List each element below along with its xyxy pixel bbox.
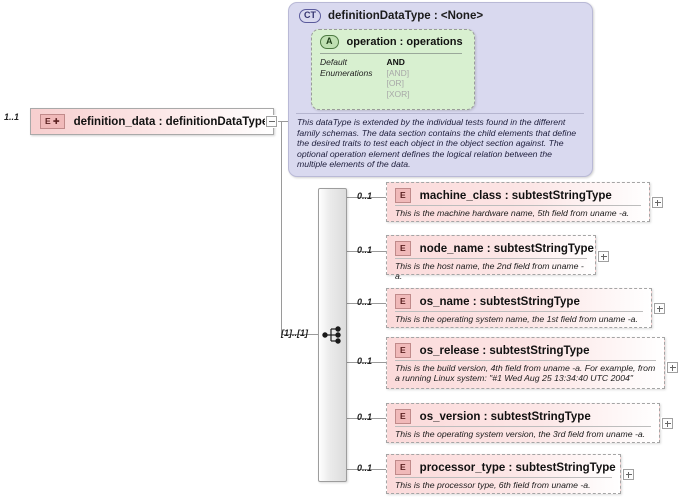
- expand-toggle-os-release[interactable]: [667, 362, 678, 373]
- element-documentation: This is the operating system name, the 1…: [395, 314, 638, 324]
- child-cardinality-label: 0..1: [357, 463, 373, 473]
- complextype-badge-icon: CT: [299, 9, 321, 23]
- element-documentation: This is the operating system version, th…: [395, 429, 646, 439]
- facet-value: [AND]: [386, 67, 410, 78]
- connector-trunk-to-sequence: [281, 334, 318, 335]
- complextype-header: CT definitionDataType : <None>: [299, 9, 483, 23]
- facet-key: Enumerations: [320, 67, 373, 78]
- element-name: processor_type : subtestStringType: [419, 461, 616, 474]
- facet-key: [320, 78, 386, 89]
- child-cardinality-label: 0..1: [357, 297, 373, 307]
- element-icon: E: [395, 188, 411, 203]
- attribute-title: operation : operations: [346, 36, 463, 48]
- element-name: node_name : subtestStringType: [419, 242, 594, 255]
- element-label: definition_data : definitionDataType: [73, 115, 269, 128]
- element-name: os_name : subtestStringType: [419, 295, 580, 308]
- sequence-cardinality-label: [1]..[1]: [281, 328, 308, 338]
- table-row: [OR]: [320, 78, 410, 89]
- complextype-documentation: This dataType is extended by the individ…: [297, 117, 577, 170]
- complextype-doc-separator: [296, 113, 584, 114]
- attribute-header: A operation : operations: [320, 35, 463, 49]
- facet-value: [OR]: [386, 78, 404, 88]
- facet-key: Default: [320, 57, 347, 67]
- expand-toggle-node-name[interactable]: [598, 251, 609, 262]
- element-machine-class[interactable]: E machine_class : subtestStringType This…: [386, 182, 650, 222]
- attribute-badge-icon: A: [320, 35, 339, 49]
- element-name: machine_class : subtestStringType: [419, 189, 612, 202]
- element-name: os_release : subtestStringType: [419, 344, 590, 357]
- element-processor-type[interactable]: E processor_type : subtestStringType Thi…: [386, 454, 621, 494]
- element-separator: [395, 477, 612, 478]
- expand-toggle-machine-class[interactable]: [652, 197, 663, 208]
- element-documentation: This is the host name, the 2nd field fro…: [395, 261, 584, 282]
- element-separator: [395, 426, 651, 427]
- element-icon: E: [395, 460, 411, 475]
- element-definition-data[interactable]: E definition_data : definitionDataType: [30, 108, 274, 135]
- facet-value: [XOR]: [386, 88, 410, 99]
- table-row: [XOR]: [320, 88, 410, 100]
- element-separator: [395, 205, 641, 206]
- attribute-facets-table: Default AND Enumerations [AND] [OR] [XOR…: [320, 57, 410, 99]
- expand-toggle-processor-type[interactable]: [623, 469, 634, 480]
- element-separator: [395, 311, 643, 312]
- root-cardinality-label: 1..1: [4, 112, 20, 122]
- attribute-box-operation[interactable]: A operation : operations Default AND Enu…: [311, 29, 475, 110]
- element-header: E machine_class : subtestStringType: [395, 188, 612, 203]
- complextype-box: CT definitionDataType : <None> A operati…: [288, 2, 593, 177]
- element-icon: E: [395, 409, 411, 424]
- element-documentation: This is the build version, 4th field fro…: [395, 363, 656, 384]
- connector-child-3: [344, 303, 386, 304]
- element-header: E os_version : subtestStringType: [395, 409, 591, 424]
- child-cardinality-label: 0..1: [357, 245, 373, 255]
- element-documentation: This is the machine hardware name, 5th f…: [395, 208, 630, 218]
- child-cardinality-label: 0..1: [357, 191, 373, 201]
- element-documentation: This is the processor type, 6th field fr…: [395, 480, 591, 490]
- element-icon: E: [395, 294, 411, 309]
- element-os-version[interactable]: E os_version : subtestStringType This is…: [386, 403, 660, 443]
- connector-trunk-vertical: [281, 121, 282, 334]
- expand-toggle-os-name[interactable]: [654, 303, 665, 314]
- facet-key: [320, 89, 386, 100]
- element-header: E node_name : subtestStringType: [395, 241, 594, 256]
- element-header: E processor_type : subtestStringType: [395, 460, 616, 475]
- table-row: Enumerations [AND]: [320, 68, 410, 79]
- expand-toggle-os-version[interactable]: [662, 418, 673, 429]
- child-cardinality-label: 0..1: [357, 412, 373, 422]
- table-row: Default AND: [320, 57, 410, 68]
- connector-child-1: [344, 197, 386, 198]
- element-os-release[interactable]: E os_release : subtestStringType This is…: [386, 337, 665, 389]
- connector-child-4: [344, 362, 386, 363]
- connector-child-5: [344, 418, 386, 419]
- sequence-compositor-icon: [322, 326, 341, 344]
- element-separator: [395, 258, 587, 259]
- facet-value: AND: [386, 57, 405, 67]
- child-cardinality-label: 0..1: [357, 356, 373, 366]
- element-separator: [395, 360, 656, 361]
- element-icon: E: [395, 343, 411, 358]
- element-plus-icon: E: [40, 114, 65, 129]
- element-header: E os_name : subtestStringType: [395, 294, 580, 309]
- element-os-name[interactable]: E os_name : subtestStringType This is th…: [386, 288, 652, 328]
- element-node-name[interactable]: E node_name : subtestStringType This is …: [386, 235, 596, 281]
- connector-child-6: [344, 469, 386, 470]
- collapse-toggle-root[interactable]: [266, 116, 277, 127]
- element-header: E os_release : subtestStringType: [395, 343, 589, 358]
- connector-child-2: [344, 251, 386, 252]
- element-name: os_version : subtestStringType: [419, 410, 591, 423]
- complextype-title: definitionDataType : <None>: [328, 10, 484, 22]
- element-icon: E: [395, 241, 411, 256]
- attribute-separator: [320, 53, 462, 54]
